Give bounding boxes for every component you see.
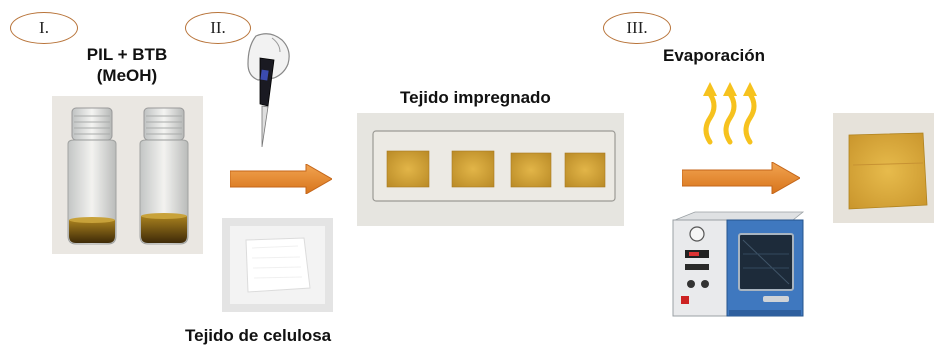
cellulose-photo <box>222 218 333 312</box>
fabric-square <box>386 150 430 188</box>
step-1-oval: I. <box>10 12 78 44</box>
vacuum-oven-illustration <box>672 211 805 317</box>
step-2-oval: II. <box>185 12 251 44</box>
fabric-square <box>510 152 552 188</box>
vial-right <box>139 107 189 245</box>
pipette-photo <box>238 30 298 150</box>
pipette-illustration <box>247 33 290 148</box>
step-3-numeral: III. <box>626 18 648 37</box>
dried-fabric-illustration <box>833 113 934 223</box>
solution-label-line2: (MeOH) <box>96 66 158 85</box>
fabric-squares <box>386 150 606 188</box>
cellulose-fabric-illustration <box>222 218 333 312</box>
step-3-oval: III. <box>603 12 671 44</box>
dried-fabric-photo <box>833 113 934 223</box>
fabric-square <box>564 152 606 188</box>
vials-illustration <box>52 96 203 254</box>
process-arrow-1 <box>230 164 332 194</box>
fabric-square <box>451 150 495 188</box>
cellulose-label: Tejido de celulosa <box>185 326 332 345</box>
step-1-numeral: I. <box>39 18 49 37</box>
solution-label: PIL + BTB (MeOH) <box>72 44 182 86</box>
impregnated-photo <box>357 113 624 226</box>
vial-left <box>67 107 117 245</box>
impregnated-slide-illustration <box>357 113 624 226</box>
impregnated-label: Tejido impregnado <box>400 88 551 107</box>
oven-photo <box>667 210 807 320</box>
heat-arrows-icon <box>703 82 757 145</box>
solution-label-line1: PIL + BTB <box>86 45 168 64</box>
vials-photo <box>52 96 203 254</box>
evaporation-label: Evaporación <box>663 46 766 65</box>
process-arrow-2 <box>682 162 800 194</box>
step-2-numeral: II. <box>210 18 226 37</box>
